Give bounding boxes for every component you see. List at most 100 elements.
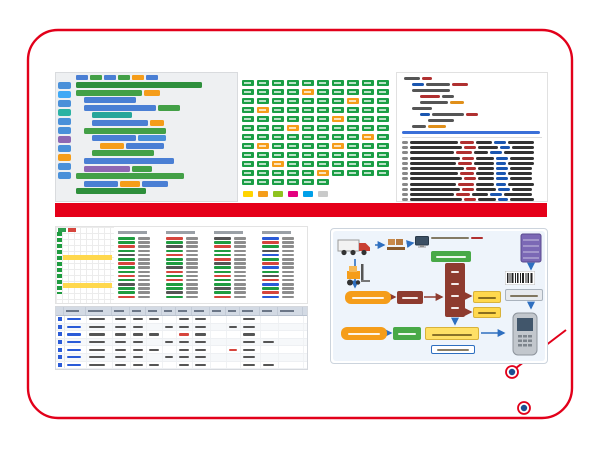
status-cell (257, 80, 269, 86)
value-row (262, 287, 304, 290)
cell-value-bar (89, 356, 106, 359)
text-pixel-bar (476, 172, 494, 176)
cell-label-bar (244, 136, 251, 138)
flow-box-sales (397, 291, 423, 304)
code-block-row (76, 180, 235, 187)
table-header-cell (162, 307, 176, 315)
value-row (214, 241, 256, 244)
value-bar (262, 283, 279, 286)
cell-label-bar (274, 181, 281, 183)
text-pixel-bar (462, 187, 474, 191)
status-cell (332, 89, 344, 95)
cell-value-bar (89, 348, 106, 351)
status-cell (362, 98, 374, 104)
value-bar (166, 249, 183, 253)
cell-value-bar (115, 325, 127, 328)
table-cell (227, 346, 241, 353)
text-pixel-bar (84, 165, 130, 172)
status-cell (242, 125, 254, 131)
cell-label-bar (334, 154, 341, 156)
value-row (214, 270, 256, 274)
table-cell (193, 338, 211, 346)
table-cell (193, 346, 211, 353)
log-line (402, 177, 542, 181)
palette-block (58, 118, 71, 125)
cell-label-bar (334, 109, 341, 111)
cell-label-bar (364, 145, 371, 147)
value-bar (234, 241, 246, 244)
table-cell (279, 316, 304, 323)
status-cell (302, 143, 314, 149)
value-bar (282, 266, 294, 269)
cell-label-bar (274, 154, 281, 156)
value-row (214, 237, 256, 240)
cell-label-bar (274, 136, 281, 138)
value-bar (214, 295, 231, 299)
table-header-cell (226, 307, 240, 315)
cell-value-bar (115, 333, 127, 336)
cell-label-bar (274, 172, 281, 174)
cell-label-bar (274, 82, 281, 84)
value-bar (262, 291, 279, 295)
value-row (166, 241, 208, 244)
value-bar (214, 291, 231, 295)
column-header-bar (214, 231, 244, 234)
status-cell (287, 116, 299, 122)
cell-label-bar (364, 91, 371, 93)
status-cell (272, 143, 284, 149)
cell-label-bar (364, 109, 371, 111)
text-pixel-bar (144, 89, 160, 96)
text-pixel-bar (84, 180, 118, 187)
code-line (402, 113, 542, 116)
cell-label-bar (319, 181, 326, 183)
cell-value-bar (195, 356, 207, 359)
value-bar (186, 270, 198, 274)
value-row (262, 270, 304, 274)
value-bar (186, 274, 198, 278)
table-cell (147, 331, 163, 338)
text-pixel-bar (120, 180, 140, 187)
mini-worksheet-grid (56, 227, 114, 303)
value-row (166, 262, 208, 265)
cell-label-bar (259, 154, 266, 156)
cell-label-bar (289, 163, 296, 165)
cell-label-bar (349, 145, 356, 147)
table-cell (177, 346, 193, 353)
value-bar (262, 241, 279, 244)
toolbar-block (118, 75, 130, 80)
table-body (56, 316, 307, 370)
header-label-bar (178, 309, 187, 312)
status-cell (257, 134, 269, 140)
code-line (402, 131, 542, 134)
value-bar (118, 266, 135, 269)
block-programming-screenshot (55, 72, 238, 202)
text-pixel-bar (508, 161, 534, 165)
status-cell (377, 152, 389, 158)
flow-box-storage (393, 327, 421, 340)
value-bar (138, 287, 150, 290)
value-bar (234, 278, 246, 282)
palette-block (58, 172, 71, 179)
status-cell (272, 179, 284, 185)
status-cell (332, 179, 344, 185)
flow-box-inbound (341, 327, 387, 340)
status-cell (377, 179, 389, 185)
status-cell (287, 179, 299, 185)
status-cell (242, 161, 254, 167)
cell-label-bar (364, 163, 371, 165)
server-rack-icon (520, 233, 542, 263)
status-cell (257, 161, 269, 167)
cell-value-bar (67, 325, 81, 328)
status-cell (287, 161, 299, 167)
log-line (402, 187, 542, 191)
code-block-row (76, 157, 235, 164)
status-cell (377, 107, 389, 113)
cell-label-bar (334, 136, 341, 138)
value-bar (234, 295, 246, 299)
cell-label-bar (304, 181, 311, 183)
status-cell (257, 107, 269, 113)
selector-mark (58, 332, 62, 337)
status-cell (332, 98, 344, 104)
value-bar (262, 253, 279, 257)
row-selector (56, 346, 65, 353)
